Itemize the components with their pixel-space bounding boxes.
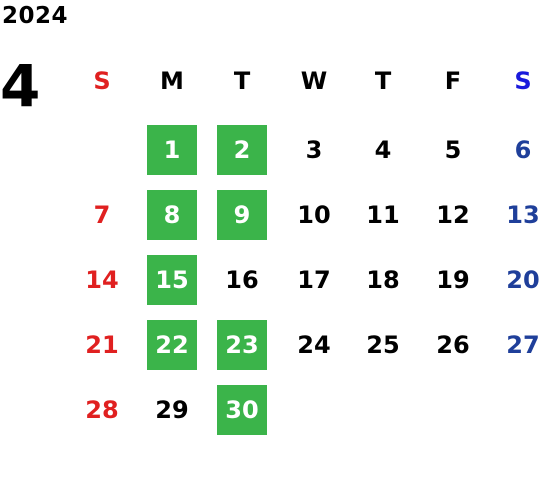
calendar-day-13: 13 [506, 201, 540, 229]
calendar-day-7: 7 [93, 201, 111, 229]
calendar-day-30: 30 [217, 385, 267, 435]
calendar-day-21: 21 [85, 331, 119, 359]
calendar-day-18: 18 [366, 266, 400, 294]
calendar-day-24: 24 [297, 331, 331, 359]
calendar-day-1: 1 [147, 125, 197, 175]
weekday-label-fri: F [444, 67, 462, 95]
calendar-month-number: 4 [0, 52, 41, 120]
calendar-day-28: 28 [85, 396, 119, 424]
weekday-label-thu: T [374, 67, 392, 95]
calendar-day-10: 10 [297, 201, 331, 229]
calendar-day-15: 15 [147, 255, 197, 305]
calendar-day-8: 8 [147, 190, 197, 240]
calendar-day-3: 3 [305, 136, 323, 164]
calendar-day-23: 23 [217, 320, 267, 370]
weekday-label-sat: S [514, 67, 532, 95]
calendar-day-17: 17 [297, 266, 331, 294]
calendar-day-26: 26 [436, 331, 470, 359]
calendar-day-6: 6 [514, 136, 532, 164]
calendar-day-14: 14 [85, 266, 119, 294]
calendar-day-12: 12 [436, 201, 470, 229]
calendar-day-11: 11 [366, 201, 400, 229]
calendar-day-4: 4 [374, 136, 392, 164]
weekday-label-tue: T [233, 67, 251, 95]
calendar-day-29: 29 [155, 396, 189, 424]
weekday-label-mon: M [160, 67, 184, 95]
calendar-day-25: 25 [366, 331, 400, 359]
calendar-day-5: 5 [444, 136, 462, 164]
calendar-day-22: 22 [147, 320, 197, 370]
weekday-label-wed: W [300, 67, 328, 95]
weekday-label-sun: S [93, 67, 111, 95]
calendar-day-19: 19 [436, 266, 470, 294]
calendar-day-9: 9 [217, 190, 267, 240]
calendar-day-20: 20 [506, 266, 540, 294]
calendar-day-16: 16 [225, 266, 259, 294]
calendar-day-27: 27 [506, 331, 540, 359]
calendar-year: 2024 [2, 3, 69, 29]
calendar-day-2: 2 [217, 125, 267, 175]
